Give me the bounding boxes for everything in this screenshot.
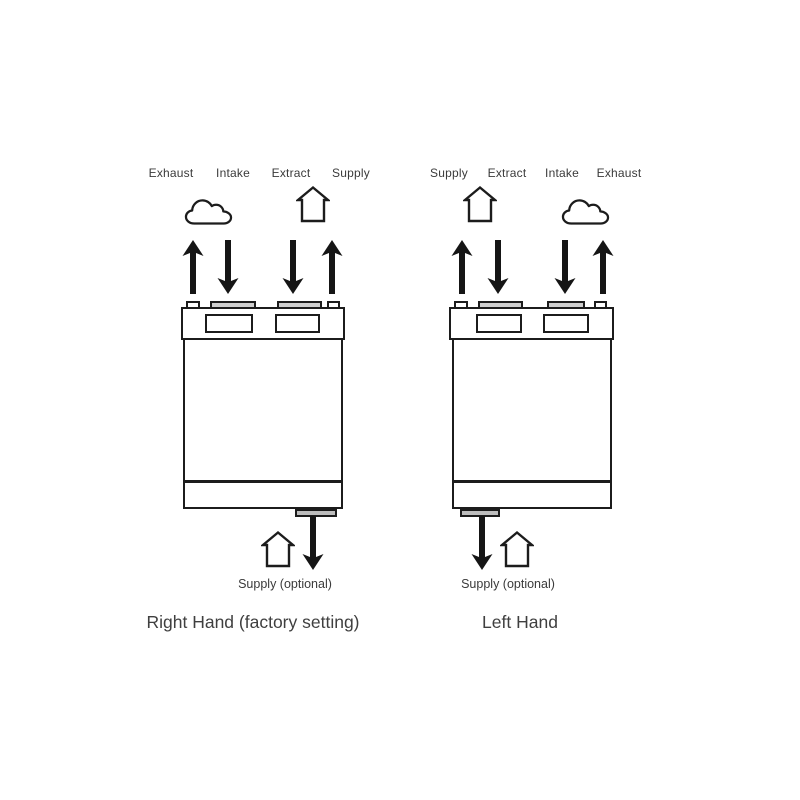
cloud-icon [561, 195, 610, 227]
up-arrow-icon [321, 240, 343, 294]
cloud-icon [184, 195, 233, 227]
duct-label-intake: Intake [545, 166, 579, 180]
unit-body [452, 338, 612, 509]
up-arrow-icon [592, 240, 614, 294]
duct-label-extract: Extract [487, 166, 527, 180]
front-port [476, 314, 522, 333]
base-separator-line [184, 480, 342, 483]
bottom-supply-label: Supply (optional) [238, 577, 332, 591]
bottom-supply-label: Supply (optional) [461, 577, 555, 591]
down-arrow-icon [217, 240, 239, 294]
duct-label-exhaust: Exhaust [148, 166, 194, 180]
house-icon [296, 185, 330, 223]
up-arrow-icon [182, 240, 204, 294]
duct-label-extract: Extract [271, 166, 311, 180]
base-separator-line [453, 480, 611, 483]
front-port [543, 314, 589, 333]
front-port [205, 314, 253, 333]
down-arrow-icon [471, 516, 493, 570]
unit-body [183, 338, 343, 509]
diagram-caption: Right Hand (factory setting) [146, 612, 360, 632]
diagram-caption: Left Hand [482, 612, 558, 632]
front-port [275, 314, 320, 333]
duct-label-exhaust: Exhaust [596, 166, 642, 180]
house-icon [261, 530, 295, 568]
up-arrow-icon [451, 240, 473, 294]
down-arrow-icon [487, 240, 509, 294]
house-icon [463, 185, 497, 223]
down-arrow-icon [302, 516, 324, 570]
duct-label-supply: Supply [430, 166, 468, 180]
down-arrow-icon [282, 240, 304, 294]
duct-label-intake: Intake [216, 166, 250, 180]
duct-label-supply: Supply [332, 166, 370, 180]
down-arrow-icon [554, 240, 576, 294]
unit-top-cap [449, 307, 614, 340]
house-icon [500, 530, 534, 568]
